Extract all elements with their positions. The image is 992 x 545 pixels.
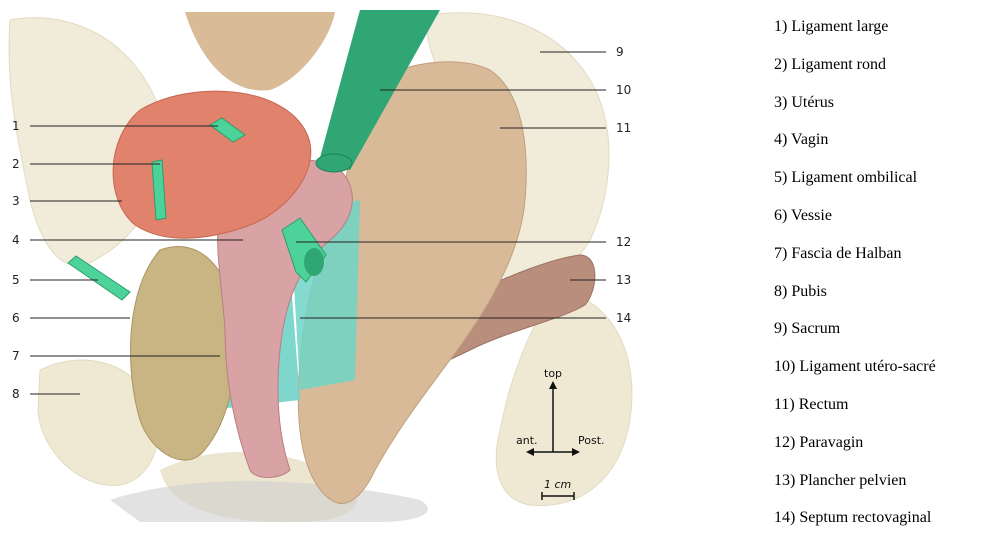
- legend-item: 6) Vessie: [774, 205, 992, 243]
- orientation-anterior: ant.: [516, 434, 538, 447]
- legend-item: 8) Pubis: [774, 281, 992, 319]
- callout-1: 1: [12, 119, 20, 133]
- legend-item: 7) Fascia de Halban: [774, 243, 992, 281]
- anatomy-svg: 1 2 3 4 5 6 7 8 9 10 11 12 13 14 top ant…: [0, 0, 730, 533]
- scale-bar: 1 cm: [542, 478, 574, 500]
- callout-9: 9: [616, 45, 624, 59]
- legend-item: 5) Ligament ombilical: [774, 167, 992, 205]
- shadow: [110, 481, 428, 522]
- callout-13: 13: [616, 273, 631, 287]
- callout-14: 14: [616, 311, 631, 325]
- utero-sacral-ligament-end: [316, 154, 352, 172]
- legend-item: 12) Paravagin: [774, 432, 992, 470]
- anatomy-figure: 1 2 3 4 5 6 7 8 9 10 11 12 13 14 top ant…: [0, 0, 730, 533]
- legend-item: 4) Vagin: [774, 129, 992, 167]
- callout-8: 8: [12, 387, 20, 401]
- umbilical-ligament: [68, 256, 130, 300]
- legend-item: 9) Sacrum: [774, 318, 992, 356]
- legend-item: 13) Plancher pelvien: [774, 470, 992, 508]
- legend-list: 1) Ligament large 2) Ligament rond 3) Ut…: [774, 16, 992, 545]
- legend-item: 1) Ligament large: [774, 16, 992, 54]
- callout-6: 6: [12, 311, 20, 325]
- callout-3: 3: [12, 194, 20, 208]
- callout-4: 4: [12, 233, 20, 247]
- orientation-top: top: [544, 367, 562, 380]
- callout-11: 11: [616, 121, 631, 135]
- legend-item: 10) Ligament utéro-sacré: [774, 356, 992, 394]
- scale-bar-label: 1 cm: [544, 478, 571, 491]
- callout-10: 10: [616, 83, 631, 97]
- callout-5: 5: [12, 273, 20, 287]
- callout-7: 7: [12, 349, 20, 363]
- callout-2: 2: [12, 157, 20, 171]
- legend-item: 14) Septum rectovaginal: [774, 507, 992, 545]
- legend-item: 2) Ligament rond: [774, 54, 992, 92]
- callout-12: 12: [616, 235, 631, 249]
- legend-item: 11) Rectum: [774, 394, 992, 432]
- orientation-posterior: Post.: [578, 434, 605, 447]
- bone-top-center: [185, 12, 335, 90]
- legend-item: 3) Utérus: [774, 92, 992, 130]
